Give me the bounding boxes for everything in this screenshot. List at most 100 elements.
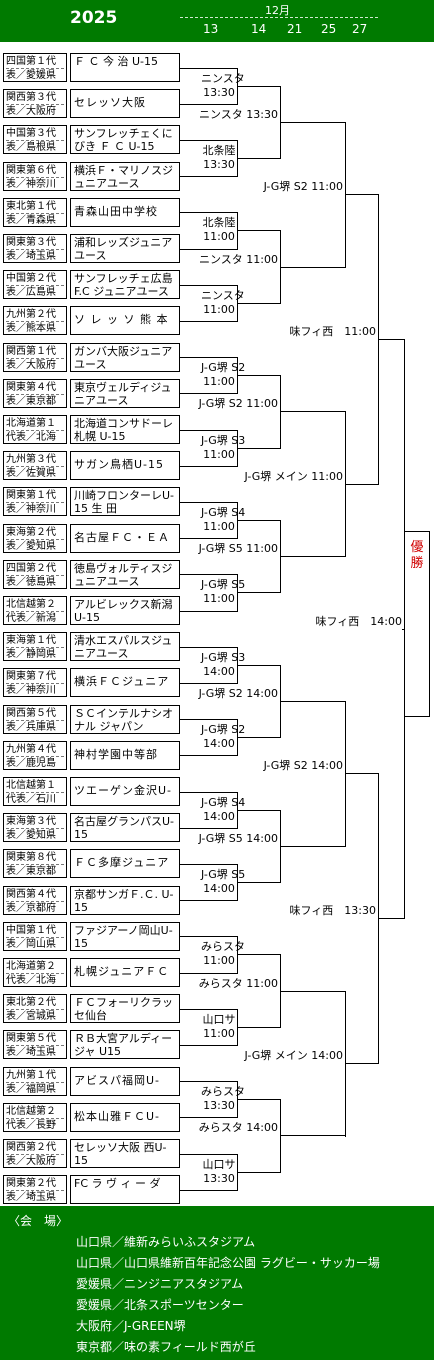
match-time: 14:00 bbox=[203, 810, 235, 823]
bracket-line bbox=[180, 647, 238, 648]
region-label: 関西第５代表／兵庫県 bbox=[3, 704, 67, 734]
bracket-line bbox=[237, 1027, 281, 1028]
match-label: J-G堺 メイン 14:00 bbox=[244, 1049, 343, 1063]
prefecture-line: 表／熊本県 bbox=[6, 323, 56, 335]
region-label: 中国第１代表／岡山県 bbox=[3, 921, 67, 951]
bracket-line bbox=[237, 954, 281, 955]
prefecture-line: 表／埼玉県 bbox=[6, 1192, 56, 1204]
team-name: 名古屋ＦＣ・ＥＡＳＴ bbox=[70, 523, 180, 553]
prefecture-line: 表／東京都 bbox=[6, 395, 56, 407]
prefecture-line: 表／東京都 bbox=[6, 866, 56, 878]
region-line: 北信越第２ bbox=[6, 1105, 64, 1119]
bracket-line bbox=[180, 828, 238, 829]
region-line: 東海第３代 bbox=[6, 815, 64, 830]
bracket-line bbox=[237, 86, 281, 87]
bracket-line bbox=[237, 1099, 281, 1100]
bracket-line bbox=[180, 393, 238, 394]
team-name: FC ラ ヴ ィ ー ダ bbox=[70, 1175, 180, 1205]
region-label: 中国第２代表／広島県 bbox=[3, 270, 67, 300]
region-label: 九州第２代表／熊本県 bbox=[3, 306, 67, 336]
match-venue: J-G堺 S5 bbox=[201, 578, 246, 591]
match-time: 11:00 bbox=[203, 448, 235, 461]
region-line: 関西第１代 bbox=[6, 345, 64, 359]
region-line: 関東第８代 bbox=[6, 851, 64, 866]
region-line: 北海道第２ bbox=[6, 960, 64, 974]
region-label: 東北第１代表／青森県 bbox=[3, 197, 67, 227]
prefecture-line: 表／佐賀県 bbox=[6, 468, 56, 480]
match-time: 11:00 bbox=[203, 375, 235, 388]
bracket-line bbox=[280, 230, 281, 303]
prefecture-line: 代表／北海 bbox=[6, 975, 56, 986]
match-time: 11:00 bbox=[203, 1027, 235, 1040]
team-name: サンフレッチェ広島F.C ジュニアユース bbox=[70, 270, 180, 300]
prefecture-line: 表／神奈川 bbox=[6, 685, 56, 697]
match-label: J-G堺 S5 14:00 bbox=[198, 832, 278, 846]
match-time: 14:00 bbox=[203, 882, 235, 895]
bracket-line bbox=[180, 792, 238, 793]
region-label: 東海第３代表／愛知県 bbox=[3, 813, 67, 843]
region-label: 関東第７代表／神奈川 bbox=[3, 668, 67, 698]
match-label: J-G堺 S2 14:00 bbox=[263, 759, 343, 773]
bracket-line bbox=[180, 357, 238, 358]
bracket-line bbox=[280, 556, 346, 557]
region-label: 四国第１代表／愛媛県 bbox=[3, 53, 67, 82]
region-label: 東海第２代表／愛知県 bbox=[3, 523, 67, 553]
region-label: 九州第４代表／鹿児島 bbox=[3, 740, 67, 770]
bracket-line bbox=[280, 991, 346, 992]
region-line: 関東第７代 bbox=[6, 670, 64, 685]
match-venue: J-G堺 S2 bbox=[201, 361, 246, 374]
bracket-line bbox=[237, 520, 281, 521]
match-venue: J-G堺 S2 bbox=[201, 723, 246, 736]
bracket-line bbox=[345, 122, 346, 268]
region-line: 四国第１代 bbox=[6, 55, 64, 69]
match-time: 11:00 bbox=[203, 520, 235, 533]
bracket-line bbox=[237, 375, 281, 376]
region-label: 九州第３代表／佐賀県 bbox=[3, 451, 67, 481]
team-name: 北海道コンサドーレ札幌 U-15 bbox=[70, 415, 180, 444]
match-time: 13:30 bbox=[203, 1172, 235, 1185]
team-name: Ｆ Ｃ 今 治 U-15 bbox=[70, 53, 180, 82]
bracket-line bbox=[180, 611, 238, 612]
region-line: 関東第３代 bbox=[6, 236, 64, 250]
region-label: 関東第１代表／神奈川 bbox=[3, 487, 67, 517]
region-line: 東海第２代 bbox=[6, 526, 64, 540]
match-label: J-G堺 メイン 11:00 bbox=[244, 470, 343, 484]
match-venue: 山口サ bbox=[202, 1158, 236, 1171]
bracket-line bbox=[180, 502, 238, 503]
region-line: 中国第１代 bbox=[6, 924, 64, 938]
region-line: 九州第２代 bbox=[6, 308, 64, 323]
region-label: 関西第４代表／京都府 bbox=[3, 885, 67, 915]
team-name: サンフレッチェくにびき Ｆ Ｃ U-15 bbox=[70, 125, 180, 155]
match-label: J-G堺 S2 11:00 bbox=[263, 180, 343, 194]
bracket-line bbox=[180, 719, 238, 720]
region-label: 関東第６代表／神奈川 bbox=[3, 161, 67, 191]
team-name: ＳＣインテルナシオナル ジャパン bbox=[70, 704, 180, 734]
team-name: アビスパ福岡U-15 bbox=[70, 1066, 180, 1096]
bracket-line bbox=[180, 176, 238, 177]
schedule-header: 2025 12月 13 14 21 25 27 bbox=[0, 0, 434, 42]
team-name: ＲＢ大宮アルディージャ U15 bbox=[70, 1030, 180, 1060]
prefecture-line: 代表／北海 bbox=[6, 432, 56, 443]
venue-item: 大阪府／J-GREEN堺 bbox=[76, 1319, 186, 1333]
team-name: 浦和レッズジュニアユース bbox=[70, 234, 180, 263]
prefecture-line: 表／兵庫県 bbox=[6, 721, 56, 733]
venue-list: 〈会 場〉 山口県／維新みらいふスタジアム 山口県／山口県維新百年記念公園 ラグ… bbox=[0, 1206, 434, 1360]
region-line: 東海第１代 bbox=[6, 634, 64, 649]
bracket-line bbox=[280, 411, 346, 412]
team-name: ソ レ ッ ソ 熊 本 bbox=[70, 306, 180, 336]
prefecture-line: 表／神奈川 bbox=[6, 504, 56, 516]
venue-item: 愛媛県／ニンジニアスタジアム bbox=[76, 1277, 244, 1291]
region-label: 東海第１代表／静岡県 bbox=[3, 632, 67, 662]
bracket-line bbox=[180, 683, 238, 684]
prefecture-line: 表／福岡県 bbox=[6, 1083, 56, 1095]
bracket-line bbox=[237, 230, 281, 231]
match-time: 11:00 bbox=[203, 954, 235, 967]
